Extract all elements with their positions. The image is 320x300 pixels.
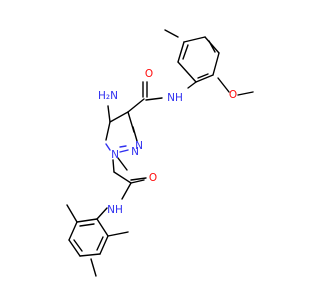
bond — [79, 223, 95, 227]
methyl-bond — [66, 204, 78, 223]
bond — [96, 207, 108, 220]
bond — [76, 218, 98, 223]
bond — [182, 44, 189, 60]
top-aryl-ring — [164, 29, 254, 96]
bond — [183, 36, 206, 43]
triazole-n1-label: N — [111, 149, 119, 161]
amine-label: H₂N — [98, 90, 118, 102]
bond — [204, 36, 220, 54]
bond — [187, 81, 197, 89]
carbonyl-o-bottom-label: O — [149, 172, 157, 184]
methoxy-bond — [237, 91, 254, 96]
bond — [109, 111, 129, 123]
bond — [130, 177, 147, 181]
bond — [99, 235, 109, 255]
bond — [96, 236, 104, 251]
carbonyl-o-top-label: O — [145, 68, 153, 80]
triazole-n2-label: N — [131, 146, 139, 158]
amine-bond — [107, 105, 111, 123]
bond — [119, 149, 129, 153]
bond — [96, 218, 109, 237]
bond — [121, 182, 132, 200]
triazole-ring — [105, 111, 138, 153]
bond — [130, 179, 145, 184]
methyl-bond — [164, 29, 179, 38]
bond — [195, 74, 214, 83]
bond — [127, 98, 145, 113]
methyl-bond — [107, 231, 129, 237]
amide-nh-bottom-label: NH — [107, 204, 123, 216]
bond — [197, 73, 209, 79]
bond — [132, 126, 138, 142]
triazole-n3-label: N — [135, 140, 143, 152]
bond — [105, 143, 111, 151]
bond — [212, 52, 220, 76]
bond — [208, 40, 216, 53]
bond — [68, 239, 81, 257]
bond — [117, 157, 128, 171]
ether-o-label: O — [229, 89, 237, 101]
methoxy-bond — [217, 77, 230, 93]
bond — [73, 239, 83, 252]
bond — [145, 97, 163, 101]
bond — [112, 159, 115, 173]
bond — [113, 171, 132, 184]
top-carboxamide — [127, 81, 197, 113]
bond — [79, 253, 101, 257]
mesityl-ring — [66, 204, 129, 277]
acetamide-linker — [96, 157, 147, 220]
bond — [177, 41, 185, 63]
bond — [105, 121, 111, 141]
molecule-structure: H₂N NH N N N O O NH O — [66, 29, 254, 277]
bond — [68, 221, 78, 241]
amide-nh-top-label: NH — [167, 92, 183, 104]
methyl-bond — [90, 258, 97, 277]
bond — [177, 61, 197, 83]
bond — [119, 145, 127, 148]
